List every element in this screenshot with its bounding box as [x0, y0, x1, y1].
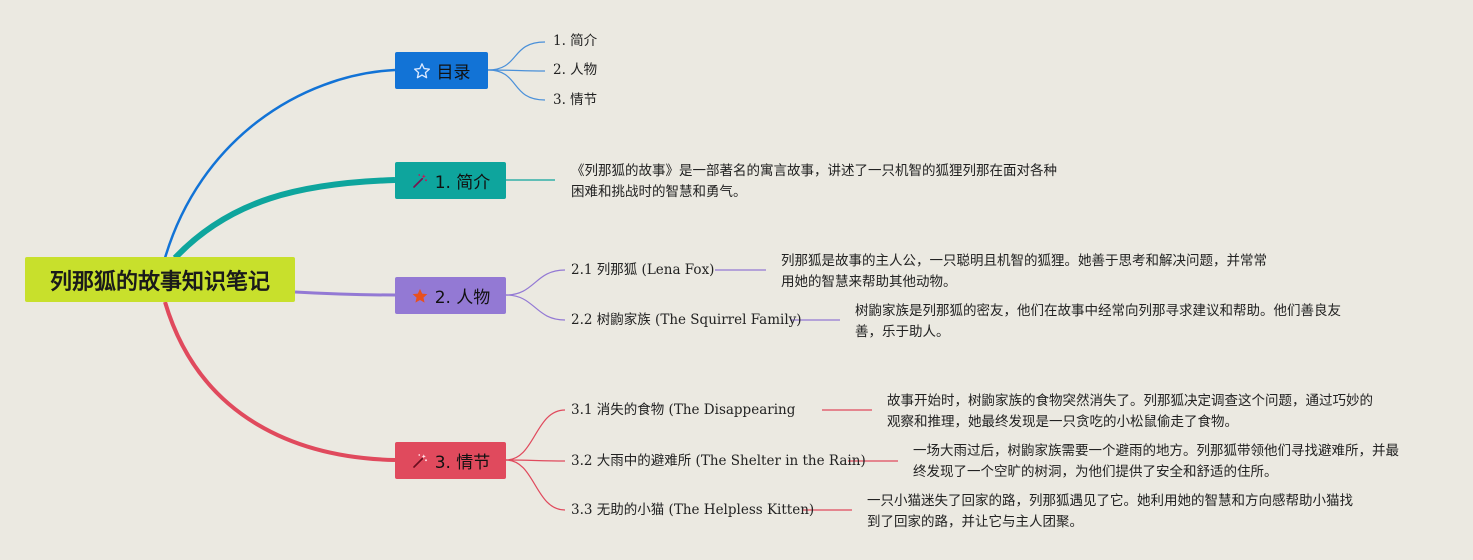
- star-outline-icon: [413, 62, 430, 78]
- branch-intro-label: 1. 简介: [434, 173, 491, 193]
- branch-plot[interactable]: 3. 情节: [395, 442, 506, 479]
- branch-toc[interactable]: 目录: [395, 52, 488, 89]
- connector-plot-1: [505, 409, 566, 461]
- plot-item-desc: 一只小猫迷失了回家的路，列那狐遇见了它。她利用她的智慧和方向感帮助小猫找到了回家…: [867, 493, 1353, 530]
- star-filled-icon: [412, 288, 428, 303]
- connector-root-characters: [294, 290, 396, 297]
- character-item-desc: 列那狐是故事的主人公，一只聪明且机智的狐狸。她善于思考和解决问题，并常常用她的智…: [781, 253, 1267, 290]
- toc-item-2[interactable]: 2. 人物: [553, 62, 598, 78]
- connector-plot-3: [505, 459, 566, 511]
- connector-root-intro: [172, 177, 396, 261]
- toc-item-3[interactable]: 3. 情节: [553, 92, 598, 108]
- toc-item-1[interactable]: 1. 简介: [553, 33, 598, 49]
- plot-item-title[interactable]: 3.1 消失的食物 (The Disappearing: [571, 402, 796, 418]
- branch-characters[interactable]: 2. 人物: [395, 277, 506, 314]
- connector-char-1: [505, 269, 566, 296]
- connector-plot-2: [505, 459, 566, 462]
- magic-wand-icon: [412, 173, 427, 188]
- branch-plot-label: 3. 情节: [434, 453, 491, 473]
- character-item-title[interactable]: 2.2 树鼩家族 (The Squirrel Family): [571, 312, 802, 328]
- character-item-desc: 树鼩家族是列那狐的密友，他们在故事中经常向列那寻求建议和帮助。他们善良友善，乐于…: [855, 303, 1341, 340]
- intro-text: 《列那狐的故事》是一部著名的寓言故事，讲述了一只机智的狐狸列那在面对各种困难和挑…: [571, 163, 1057, 200]
- connector-root-plot: [163, 301, 396, 462]
- root-node[interactable]: 列那狐的故事知识笔记: [25, 257, 295, 302]
- plot-item-title[interactable]: 3.2 大雨中的避难所 (The Shelter in the Rain): [571, 453, 866, 469]
- connector-toc-1: [487, 41, 546, 71]
- magic-wand-icon: [412, 453, 427, 468]
- branch-toc-label: 目录: [436, 63, 471, 83]
- plot-item-title[interactable]: 3.3 无助的小猫 (The Helpless Kitten): [571, 502, 815, 518]
- branch-characters-label: 2. 人物: [434, 288, 491, 308]
- connector-toc-3: [487, 69, 546, 101]
- plot-item-desc: 一场大雨过后，树鼩家族需要一个避雨的地方。列那狐带领他们寻找避难所，并最终发现了…: [913, 443, 1399, 480]
- root-title: 列那狐的故事知识笔记: [49, 269, 270, 295]
- connector-char-2: [505, 294, 566, 321]
- branch-intro[interactable]: 1. 简介: [395, 162, 506, 199]
- character-item-title[interactable]: 2.1 列那狐 (Lena Fox): [571, 262, 715, 278]
- plot-item-desc: 故事开始时，树鼩家族的食物突然消失了。列那狐决定调查这个问题，通过巧妙的观察和推…: [887, 393, 1373, 430]
- connector-root-toc: [163, 68, 396, 259]
